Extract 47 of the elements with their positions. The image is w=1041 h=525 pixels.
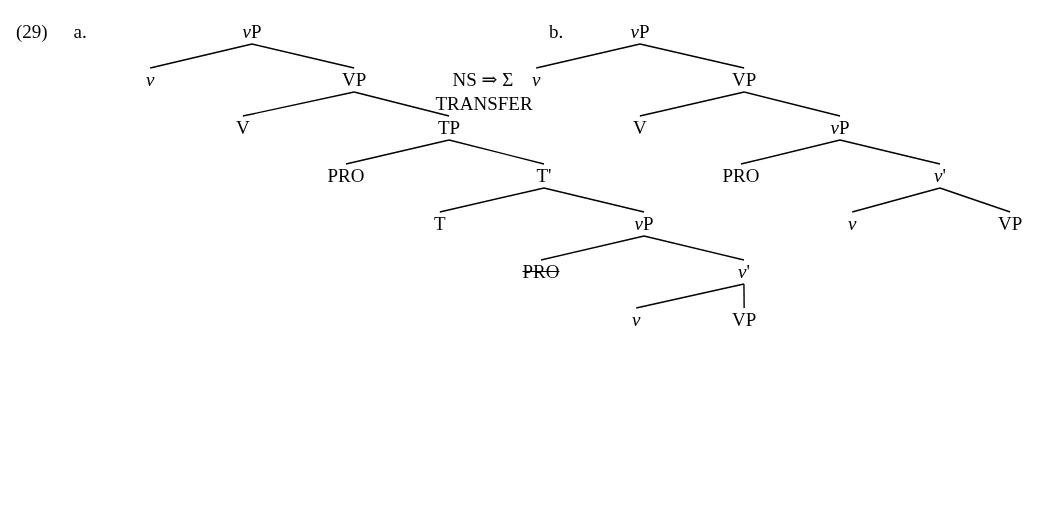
tree-branch-line — [353, 91, 450, 117]
tree-node-label: v — [146, 69, 155, 91]
tree-node-label: vP — [630, 21, 650, 43]
tree-node-label: VP — [998, 213, 1023, 235]
tree-node-label: VP — [732, 69, 757, 91]
tree-node-label: PRO — [327, 165, 365, 187]
tree-node-label: V — [236, 117, 250, 139]
tree-branch-line — [439, 187, 545, 213]
tree-branch-line — [251, 43, 355, 69]
tree-branch-line — [743, 91, 841, 117]
tree-node-label: vP — [830, 117, 850, 139]
tree-node-label: T' — [536, 165, 552, 187]
tree-node-label: v — [532, 69, 541, 91]
text-label: (29) — [16, 21, 48, 43]
tree-node-label: PRO — [722, 165, 760, 187]
tree-node-label: T — [434, 213, 446, 235]
tree-branch-line — [242, 91, 355, 117]
tree-branch-line — [851, 187, 941, 213]
tree-branch-line — [839, 139, 941, 165]
tree-node-label: PRO — [522, 261, 560, 283]
tree-branch-line — [643, 235, 745, 261]
text-label: TRANSFER — [435, 93, 533, 115]
tree-node-label: v' — [934, 165, 946, 187]
tree-branch-line — [535, 43, 641, 69]
tree-branch-line — [743, 283, 745, 309]
tree-node-label: v — [632, 309, 641, 331]
text-label: b. — [549, 21, 564, 43]
tree-node-label: VP — [732, 309, 757, 331]
tree-branch-line — [639, 91, 745, 117]
text-label: NS ⇒ Σ — [452, 69, 514, 91]
tree-node-label: V — [633, 117, 647, 139]
tree-branch-line — [149, 43, 253, 69]
tree-node-label: TP — [438, 117, 461, 139]
tree-branch-line — [345, 139, 450, 165]
tree-node-label: vP — [634, 213, 654, 235]
text-label: a. — [73, 21, 87, 43]
tree-node-label: vP — [242, 21, 262, 43]
tree-branch-line — [939, 187, 1011, 213]
tree-branch-line — [639, 43, 745, 69]
tree-branch-line — [635, 283, 745, 309]
tree-branch-line — [540, 235, 645, 261]
tree-node-label: v — [848, 213, 857, 235]
tree-branch-line — [543, 187, 645, 213]
tree-branch-line — [740, 139, 841, 165]
tree-node-label: v' — [738, 261, 750, 283]
tree-branch-line — [448, 139, 545, 165]
tree-node-label: VP — [342, 69, 367, 91]
